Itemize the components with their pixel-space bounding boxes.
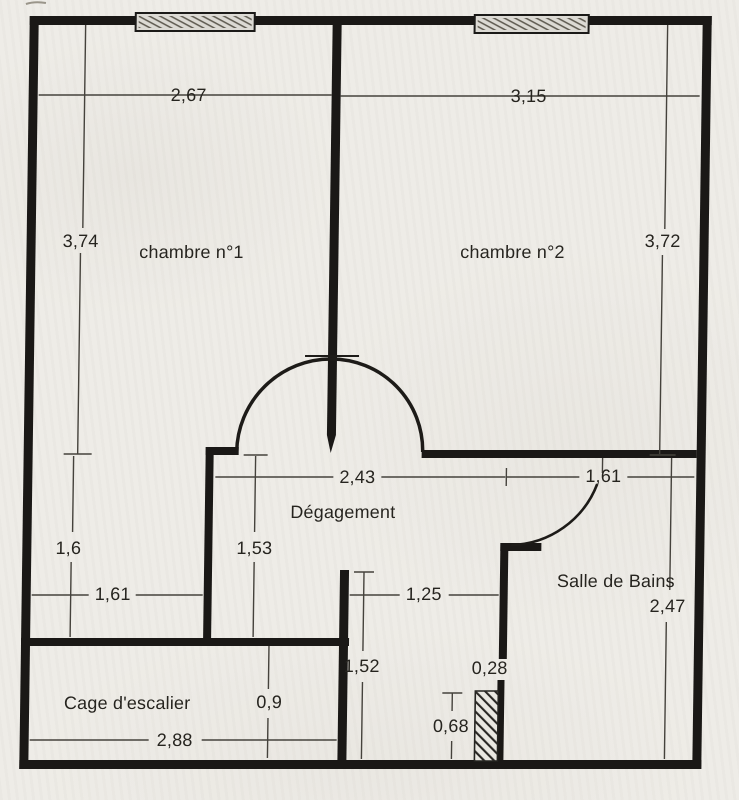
- dimension-label: 3,74: [63, 231, 99, 251]
- center-partition-wall: [326, 25, 342, 453]
- dim-line-cage-height: [266, 646, 270, 758]
- window-symbol-left: [134, 12, 256, 32]
- room-label-degagement: Dégagement: [290, 502, 395, 522]
- duct-symbol: [473, 690, 500, 762]
- wall-bottom: [19, 760, 702, 769]
- room-label-chambre2: chambre n°2: [460, 242, 565, 262]
- dim-line-passage-height: [354, 571, 375, 759]
- room-label-cage-escalier: Cage d'escalier: [64, 693, 191, 713]
- dimension-label: 1,61: [585, 466, 621, 486]
- dimension-label: 0,28: [472, 658, 508, 678]
- dimension-label: 1,52: [344, 656, 380, 676]
- wall-sdb-nub: [500, 543, 542, 551]
- window-symbol-right: [473, 14, 590, 34]
- dim-line-duct-height: [442, 692, 463, 759]
- dimension-label: 1,53: [236, 538, 272, 558]
- wall-deg-right: [421, 450, 697, 458]
- wall-deg-left: [203, 447, 214, 642]
- door-swing-arc: [511, 483, 599, 547]
- degagement-walls: [203, 447, 697, 642]
- room-label-chambre1: chambre n°1: [139, 242, 244, 262]
- dim-line-bains-height: [663, 458, 673, 759]
- partition-wall-taper: [326, 435, 336, 453]
- window-glazing-hatch: [138, 16, 252, 28]
- duct-hatch: [474, 691, 499, 761]
- staircase-walls: [20, 570, 350, 762]
- dimension-label: 3,15: [511, 86, 547, 106]
- wall-deg-left-return: [205, 447, 239, 455]
- partition-wall: [326, 25, 342, 435]
- dim-line-chambre1-height: [63, 25, 92, 455]
- dim-line-chambre2-height: [649, 25, 676, 456]
- dim-line-lower-left-height: [69, 456, 75, 637]
- dimension-label: 1,6: [55, 538, 81, 558]
- wall-sdb-upper: [498, 543, 509, 659]
- wall-stair-top: [20, 638, 350, 646]
- dim-line-degagement-height: [243, 454, 268, 637]
- room-label-salle-de-bains: Salle de Bains: [557, 571, 675, 591]
- window-glazing-hatch: [477, 18, 586, 30]
- dimension-label: 0,68: [433, 716, 469, 736]
- scan-artifact: [25, 1, 47, 5]
- dimension-label: 2,43: [339, 467, 375, 487]
- wall-left: [19, 16, 39, 769]
- dimension-label: 1,25: [406, 584, 442, 604]
- arched-opening-arc: [234, 357, 425, 453]
- dimension-label: 2,47: [649, 596, 685, 616]
- salle-de-bains-partition: [496, 543, 542, 764]
- wall-stair-right: [337, 570, 350, 762]
- dimension-label: 2,88: [157, 730, 193, 750]
- dimension-label: 0,9: [256, 692, 282, 712]
- dimension-label: 2,67: [171, 85, 207, 105]
- dim-line-bains-entry: [506, 458, 695, 478]
- dimension-label: 3,72: [645, 231, 681, 251]
- dimension-label: 1,61: [95, 584, 131, 604]
- wall-top: [29, 16, 712, 25]
- wall-right: [692, 16, 712, 769]
